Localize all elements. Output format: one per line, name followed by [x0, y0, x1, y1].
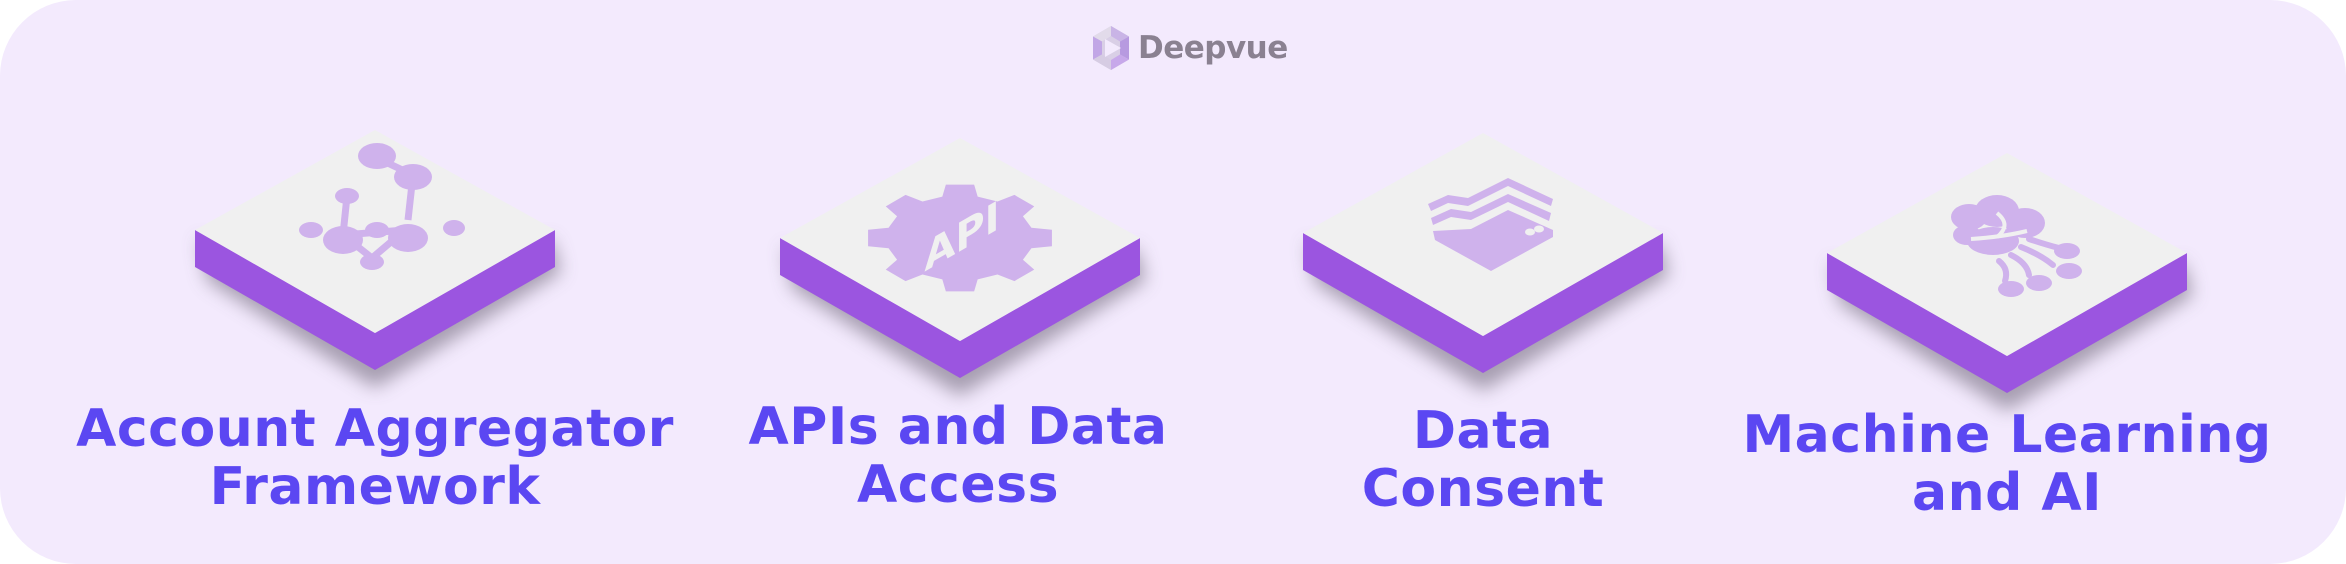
label-line-1: Account Aggregator — [76, 399, 674, 459]
tile-data-consent — [1303, 133, 1669, 391]
feature-label-data-consent: Data Consent — [1133, 402, 1833, 518]
label-line-2: Consent — [1361, 459, 1605, 519]
brand-logo: Deepvue — [1090, 22, 1288, 74]
tile-machine-learning — [1827, 153, 2193, 411]
label-line-1: Data — [1412, 401, 1554, 461]
brand-name: Deepvue — [1138, 30, 1288, 66]
tile-apis-data-access: API — [780, 138, 1146, 396]
tile-account-aggregator — [195, 130, 561, 388]
feature-label-apis-data-access: APIs and Data Access — [608, 398, 1308, 514]
network-nodes-icon — [299, 143, 465, 270]
cloud-circuit-icon — [1951, 195, 2082, 297]
label-line-2: and AI — [1911, 463, 2103, 523]
api-gear-icon: API — [868, 184, 1052, 292]
label-line-2: Framework — [209, 457, 541, 517]
feature-label-machine-learning: Machine Learning and AI — [1657, 406, 2346, 522]
label-line-2: Access — [856, 455, 1060, 515]
label-line-1: Machine Learning — [1742, 405, 2272, 465]
feature-label-account-aggregator: Account Aggregator Framework — [25, 400, 725, 516]
folder-stack-icon — [1428, 178, 1553, 271]
label-line-1: APIs and Data — [748, 397, 1168, 457]
hexagon-play-logo-icon — [1093, 26, 1129, 70]
